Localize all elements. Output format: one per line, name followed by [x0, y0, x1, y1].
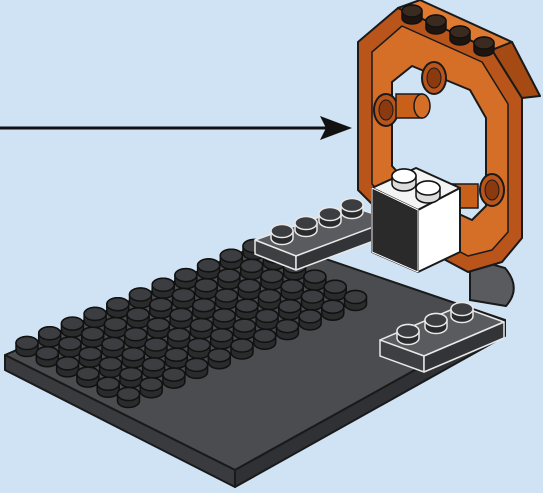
stud — [233, 319, 255, 339]
stud — [120, 368, 142, 388]
stud — [39, 327, 61, 347]
stud — [122, 348, 144, 368]
stud — [271, 225, 293, 245]
stud — [170, 308, 192, 328]
stud — [276, 320, 298, 340]
stud — [175, 269, 197, 289]
stud — [451, 303, 473, 323]
stud — [299, 310, 321, 330]
stud — [213, 309, 235, 329]
stud — [143, 358, 165, 378]
stud — [82, 327, 104, 347]
stud — [241, 259, 263, 279]
stud — [165, 348, 187, 368]
stud — [125, 328, 147, 348]
stud — [145, 338, 167, 358]
stud — [188, 339, 210, 359]
stud — [402, 5, 422, 24]
stud — [36, 347, 58, 367]
stud — [104, 318, 126, 338]
stud — [261, 270, 283, 290]
stud — [341, 199, 363, 219]
stud — [392, 169, 416, 191]
stud — [397, 325, 419, 345]
stud — [259, 290, 281, 310]
stud — [208, 349, 230, 369]
frame-hole — [422, 62, 446, 94]
stud — [118, 388, 140, 408]
stud — [193, 299, 215, 319]
frame-hole — [374, 94, 398, 126]
stud — [256, 309, 278, 329]
stud — [218, 269, 240, 289]
stud — [216, 289, 238, 309]
stud — [345, 291, 367, 311]
stud — [279, 300, 301, 320]
stud — [59, 337, 81, 357]
stud — [16, 337, 38, 357]
stud — [211, 329, 233, 349]
stud — [77, 367, 99, 387]
frame-hole — [480, 174, 504, 206]
stud — [57, 357, 79, 377]
stud — [450, 26, 470, 45]
stud — [127, 308, 149, 328]
stud — [84, 307, 106, 327]
stud — [97, 377, 119, 397]
stud — [79, 347, 101, 367]
stud — [61, 317, 83, 337]
stud — [281, 280, 303, 300]
stud — [295, 217, 317, 237]
stud — [100, 357, 122, 377]
stud — [150, 298, 172, 318]
stud — [186, 358, 208, 378]
stud — [324, 280, 346, 300]
stud — [425, 314, 447, 334]
stud — [152, 278, 174, 298]
stud — [147, 318, 169, 338]
stud — [236, 299, 258, 319]
stud — [107, 298, 129, 318]
stud — [102, 338, 124, 358]
stud — [220, 249, 242, 269]
stud — [190, 319, 212, 339]
frame-pin — [396, 94, 430, 118]
stud — [173, 289, 195, 309]
stud — [319, 208, 341, 228]
stud — [302, 290, 324, 310]
stud — [416, 181, 440, 203]
stud — [304, 270, 326, 290]
stud — [195, 279, 217, 299]
stud — [474, 37, 494, 56]
stud — [140, 378, 162, 398]
stud — [322, 300, 344, 320]
stud — [163, 368, 185, 388]
stud — [168, 328, 190, 348]
stud — [198, 259, 220, 279]
stud — [254, 329, 276, 349]
stud — [238, 279, 260, 299]
stud — [231, 339, 253, 359]
stud — [130, 288, 152, 308]
stud — [426, 15, 446, 34]
